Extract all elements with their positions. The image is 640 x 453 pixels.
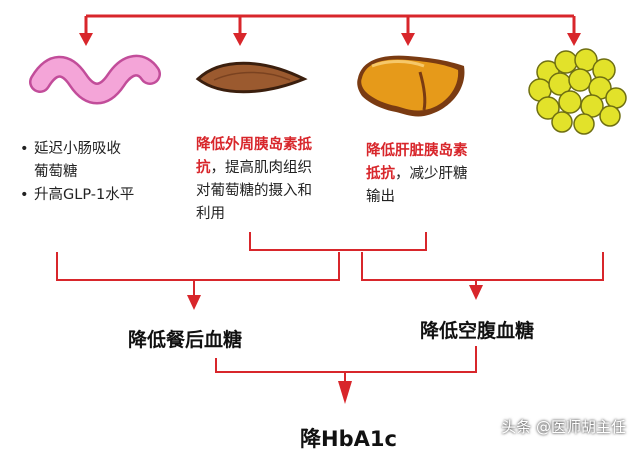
muscle-liver-bracket: [249, 232, 427, 251]
intestine-effect-2: • 升高GLP-1水平: [18, 184, 134, 207]
liver-line3: 输出: [366, 189, 395, 205]
postprandial-bracket: [56, 252, 340, 296]
intestine-effect-1-line2: 葡萄糖: [34, 164, 78, 180]
fasting-outcome: 降低空腹血糖: [420, 320, 535, 342]
liver-highlight-2: 抵抗: [366, 166, 395, 182]
muscle-line4: 利用: [196, 206, 225, 222]
liver-highlight-1: 降低肝脏胰岛素: [366, 143, 468, 159]
watermark: 头条 @医师胡主任: [501, 418, 626, 436]
liver-mechanism: 降低肝脏胰岛素 抵抗，减少肝糖 输出: [366, 140, 468, 209]
muscle-highlight-1: 降低外周胰岛素抵: [196, 137, 312, 153]
muscle-line3: 对葡萄糖的摄入和: [196, 183, 312, 199]
intestine-effects-list: • 延迟小肠吸收 葡萄糖 • 升高GLP-1水平: [18, 138, 134, 207]
postprandial-arrow: [187, 295, 201, 310]
top-arrows: [79, 16, 581, 46]
muscle-mechanism: 降低外周胰岛素抵 抗，提高肌肉组织 对葡萄糖的摄入和 利用: [196, 134, 312, 226]
fasting-arrow: [469, 285, 483, 300]
final-arrow: [338, 381, 352, 404]
intestine-effect-1: • 延迟小肠吸收 葡萄糖: [18, 138, 134, 184]
final-outcome: 降HbA1c: [300, 427, 397, 451]
liver-line2: ，减少肝糖: [395, 166, 468, 182]
bullet: •: [20, 141, 29, 157]
muscle-icon: [195, 61, 308, 94]
liver-icon: [357, 55, 465, 117]
bullet: •: [20, 187, 29, 203]
postprandial-outcome: 降低餐后血糖: [128, 329, 243, 351]
muscle-line2: ，提高肌肉组织: [210, 160, 313, 176]
final-bracket: [215, 346, 477, 382]
fat-cells-icon: [528, 48, 627, 135]
intestine-icon: [29, 54, 161, 105]
muscle-highlight-2: 抗: [196, 160, 211, 176]
intestine-effect-2-text: 升高GLP-1水平: [34, 187, 135, 203]
intestine-effect-1-line1: 延迟小肠吸收: [34, 141, 121, 157]
fasting-bracket: [361, 252, 604, 286]
